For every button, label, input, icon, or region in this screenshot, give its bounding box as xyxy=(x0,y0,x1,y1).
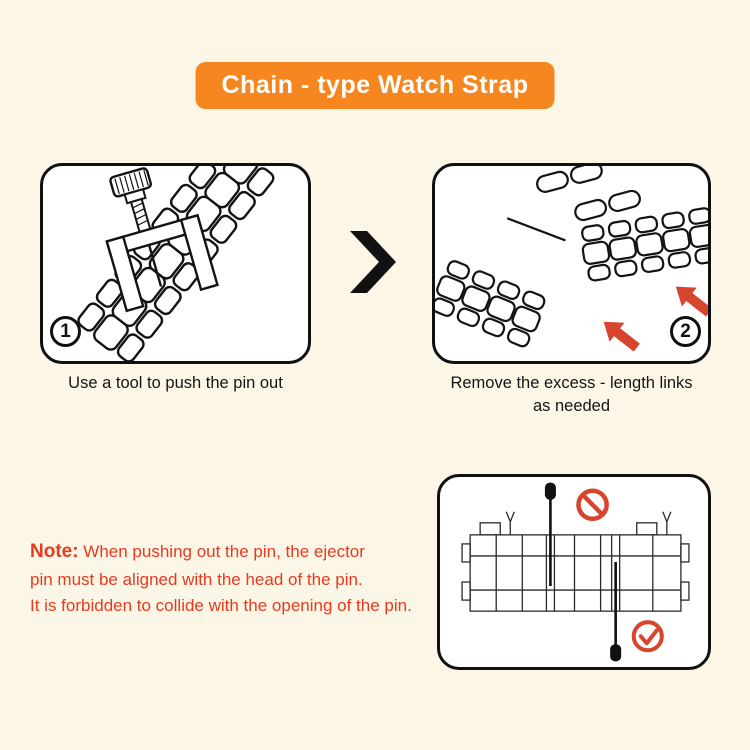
bottom-ejector-pin xyxy=(610,561,622,662)
ejector-pin xyxy=(147,244,163,287)
step2-number-badge: 2 xyxy=(670,316,701,347)
step2-number: 2 xyxy=(680,320,691,342)
top-ejector-pin xyxy=(544,482,556,587)
screw-threads xyxy=(132,202,149,226)
band-segment-right xyxy=(578,206,708,283)
pin-removal-tool-illustration xyxy=(73,166,279,361)
step1-panel: 1 xyxy=(40,163,311,364)
step2-caption-line1: Remove the excess - length links xyxy=(450,374,693,392)
loose-link-pair-2 xyxy=(574,189,641,222)
loose-pin xyxy=(506,217,566,242)
pin-alignment-diagram xyxy=(461,482,690,662)
red-arrow-icon-1 xyxy=(596,312,645,358)
link-remover-tool xyxy=(105,167,219,313)
next-step-chevron-icon xyxy=(350,231,396,293)
title-banner: Chain - type Watch Strap xyxy=(195,62,555,109)
loose-link-pair-1 xyxy=(536,166,603,193)
band-segment-left xyxy=(435,257,550,350)
step2-caption: Remove the excess - length links as need… xyxy=(427,372,716,418)
step1-number: 1 xyxy=(60,320,71,342)
no-symbol-icon xyxy=(576,488,609,522)
step2-caption-line2: as needed xyxy=(532,397,611,416)
note: Note: When pushing out the pin, the ejec… xyxy=(30,538,470,619)
note-line-1: Note: When pushing out the pin, the ejec… xyxy=(30,538,470,567)
step1-number-badge: 1 xyxy=(50,316,81,347)
page-title: Chain - type Watch Strap xyxy=(221,71,529,99)
note-line-3: It is forbidden to collide with the open… xyxy=(30,595,412,615)
check-circle-icon xyxy=(631,620,664,653)
tool-frame-left xyxy=(105,235,145,313)
step2-panel: 2 xyxy=(432,163,711,364)
watch-band xyxy=(73,166,279,361)
removed-links-illustration xyxy=(435,166,708,358)
note-line-2: pin must be aligned with the head of the… xyxy=(30,569,363,589)
pin-alignment-detail-panel xyxy=(437,474,711,670)
step1-caption: Use a tool to push the pin out xyxy=(68,374,283,392)
knob-knurling xyxy=(114,170,149,195)
note-text-1: When pushing out the pin, the ejector xyxy=(83,542,365,561)
note-label: Note: xyxy=(30,541,79,562)
band-cross-section xyxy=(461,511,690,612)
tool-frame-right xyxy=(179,213,219,292)
